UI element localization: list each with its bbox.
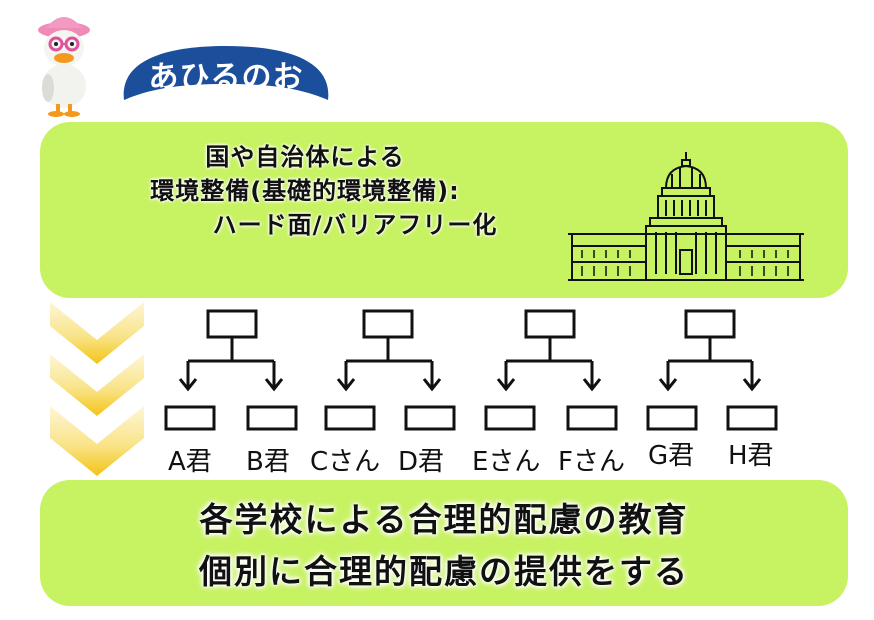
student-label-d: D君 [398,447,445,477]
org-tree-group-1 [164,309,298,431]
student-label-a: A君 [168,447,212,477]
duck-mascot-icon [38,17,90,117]
top-line-2: 環境整備(基礎的環境整備): [150,177,460,205]
org-tree-group-3 [484,309,618,431]
student-label-b: B君 [246,447,290,477]
student-label-c: Cさん [310,447,381,477]
student-label-h: H君 [728,441,774,471]
top-line-3: ハード面/バリアフリー化 [212,211,498,239]
bottom-panel [40,480,848,606]
chevron-down-icon [50,302,144,476]
org-tree-lines [164,309,778,431]
logo-text: あひるのお [148,60,304,95]
government-building-icon [568,152,804,281]
org-tree-group-4 [646,309,778,431]
org-chart: A君 B君 Cさん D君 Eさん Fさん G君 H君 [160,305,800,480]
top-line-1: 国や自治体による [205,143,405,171]
bottom-line-1: 各学校による合理的配慮の教育 [199,500,689,539]
logo-badge [123,46,329,100]
student-label-f: Fさん [558,447,625,477]
student-label-g: G君 [648,441,695,471]
bottom-panel-text: 各学校による合理的配慮の教育 個別に合理的配慮の提供をする [40,494,848,598]
top-panel-text: 国や自治体による 環境整備(基礎的環境整備): ハード面/バリアフリー化 [70,140,540,242]
student-label-e: Eさん [472,447,541,477]
org-tree-group-2 [324,309,456,431]
bottom-line-2: 個別に合理的配慮の提供をする [199,552,689,591]
